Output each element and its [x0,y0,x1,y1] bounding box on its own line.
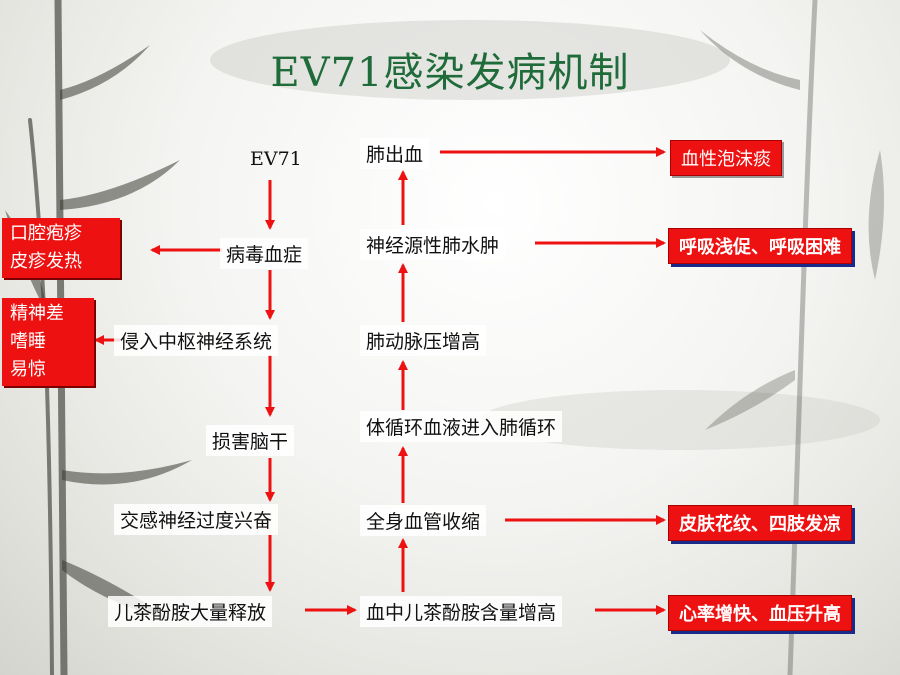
symptom-breathing: 呼吸浅促、呼吸困难 [668,228,852,264]
symptom-mental-line-1: 精神差 [10,303,64,324]
node-neurogenic-edema: 神经源性肺水肿 [360,229,506,260]
node-catecholamine-level: 血中儿茶酚胺含量增高 [360,596,563,627]
symptom-heart: 心率增快、血压升高 [668,595,852,631]
page-title: EV71感染发病机制 [270,50,630,96]
node-ev71: EV71 [250,148,302,170]
symptom-mouth-line-2: 皮疹发热 [10,251,82,272]
node-vasoconstriction: 全身血管收缩 [360,505,487,536]
node-hemorrhage: 肺出血 [360,138,430,169]
node-brainstem: 损害脑干 [206,425,295,456]
symptom-mental-line-2: 嗜睡 [10,331,46,352]
node-viremia: 病毒血症 [220,238,309,269]
node-pulmonary-circulation: 体循环血液进入肺循环 [360,411,563,442]
symptom-mouth-line-1: 口腔疱疹 [10,223,82,244]
node-sympathetic: 交感神经过度兴奋 [114,504,279,535]
node-pulmonary-pressure: 肺动脉压增高 [360,325,487,356]
symptom-box-mental: 精神差 嗜睡 易惊 [2,298,94,386]
symptom-skin: 皮肤花纹、四肢发凉 [668,505,852,541]
symptom-foam-sputum: 血性泡沫痰 [670,140,782,176]
symptom-mental-line-3: 易惊 [10,359,46,380]
node-catecholamine-release: 儿茶酚胺大量释放 [108,596,273,627]
symptom-box-mouth: 口腔疱疹 皮疹发热 [2,218,120,278]
node-cns: 侵入中枢神经系统 [114,325,279,356]
